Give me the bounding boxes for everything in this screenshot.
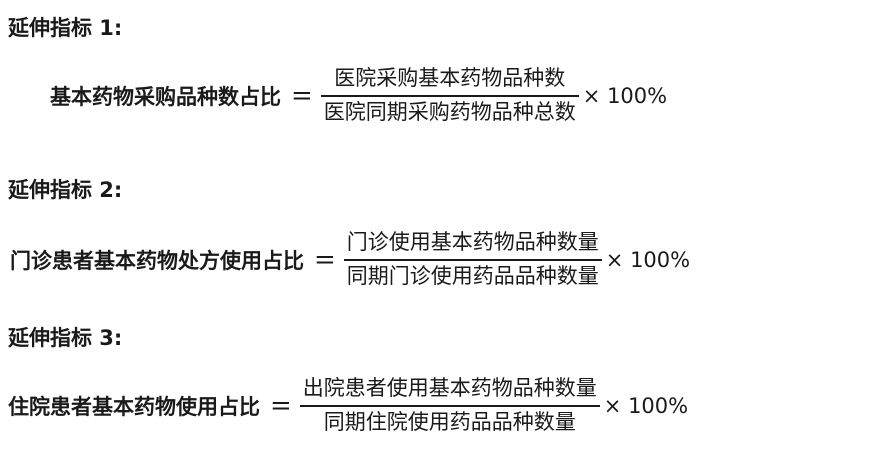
indicator-2-heading: 延伸指标 2: bbox=[8, 178, 123, 202]
indicator-1-fraction-bar bbox=[320, 95, 579, 97]
indicator-3-denominator: 同期住院使用药品品种数量 bbox=[323, 410, 576, 434]
indicator-1-formula: 基本药物采购品种数占比 = 医院采购基本药物品种数 医院同期采购药物品种总数 ×… bbox=[50, 68, 667, 123]
indicator-1-numerator: 医院采购基本药物品种数 bbox=[334, 66, 566, 90]
indicator-2-lhs: 门诊患者基本药物处方使用占比 bbox=[10, 248, 304, 273]
indicator-2-fraction-bar bbox=[343, 259, 602, 261]
indicator-1-equals: = bbox=[291, 80, 313, 111]
indicator-2-denominator: 同期门诊使用药品品种数量 bbox=[346, 264, 599, 288]
indicator-3-equals: = bbox=[270, 390, 292, 421]
indicator-2-numerator: 门诊使用基本药物品种数量 bbox=[346, 230, 599, 254]
indicator-3-lhs: 住院患者基本药物使用占比 bbox=[8, 394, 260, 419]
indicator-3-fraction-bar bbox=[299, 405, 600, 407]
indicator-2-fraction: 门诊使用基本药物品种数量 同期门诊使用药品品种数量 bbox=[343, 230, 602, 288]
indicator-3-fraction: 出院患者使用基本药物品种数量 同期住院使用药品品种数量 bbox=[299, 376, 600, 434]
indicator-1-heading: 延伸指标 1: bbox=[8, 16, 123, 40]
indicator-3-formula: 住院患者基本药物使用占比 = 出院患者使用基本药物品种数量 同期住院使用药品品种… bbox=[8, 378, 688, 433]
indicator-2-multiplier: × 100% bbox=[605, 247, 691, 272]
indicator-1-denominator: 医院同期采购药物品种总数 bbox=[323, 100, 576, 124]
indicator-3-numerator: 出院患者使用基本药物品种数量 bbox=[302, 376, 597, 400]
indicator-2-formula: 门诊患者基本药物处方使用占比 = 门诊使用基本药物品种数量 同期门诊使用药品品种… bbox=[10, 232, 690, 287]
indicator-3-heading: 延伸指标 3: bbox=[8, 326, 123, 350]
indicator-2-equals: = bbox=[314, 244, 336, 275]
indicator-1-lhs: 基本药物采购品种数占比 bbox=[50, 84, 281, 109]
indicator-1-multiplier: × 100% bbox=[582, 83, 668, 108]
indicator-1-fraction: 医院采购基本药物品种数 医院同期采购药物品种总数 bbox=[320, 66, 579, 124]
indicator-3-multiplier: × 100% bbox=[603, 393, 689, 418]
